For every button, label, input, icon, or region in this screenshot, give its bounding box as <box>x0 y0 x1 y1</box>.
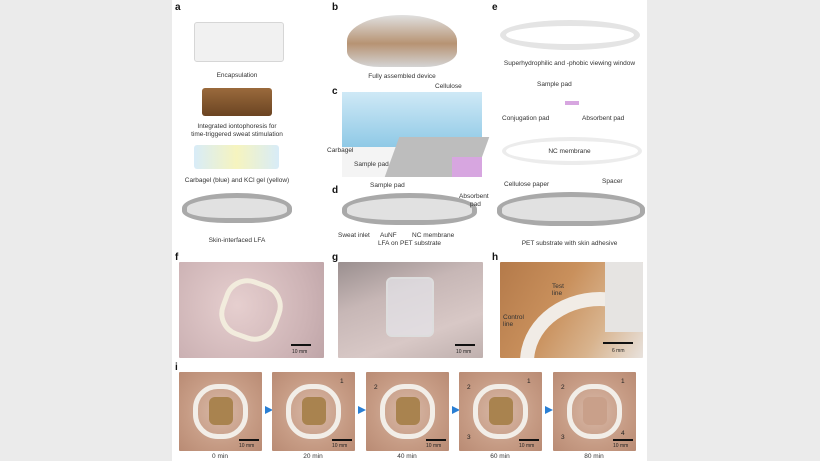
channel-number: 4 <box>621 430 625 437</box>
time-lapse-frame: 10 mm 2 <box>366 372 449 451</box>
annotation-cellulose-paper: Cellulose paper <box>504 181 550 188</box>
encapsulation-illustration <box>194 22 284 62</box>
arrow-right-icon <box>545 406 553 414</box>
annotation-absorbent: Absorbent <box>459 193 489 200</box>
caption-nc-membrane: NC membrane <box>548 148 591 155</box>
scale-bar-i: 10 mm <box>426 443 442 449</box>
panel-label-b: b <box>332 2 339 13</box>
annotation-conjugation-pad: Conjugation pad <box>502 115 550 122</box>
scale-bar-h: 6 mm <box>612 348 625 354</box>
lfa-illustration <box>182 193 292 223</box>
carbagel-kcl-gel-illustration <box>194 145 279 169</box>
scale-bar-i: 10 mm <box>519 443 535 449</box>
panel-label-i: i <box>175 362 178 373</box>
time-lapse-frame: 10 mm 1 <box>272 372 355 451</box>
time-label: 0 min <box>212 453 228 460</box>
annotation-aunf: AuNF <box>380 232 397 239</box>
annotation-absorbent-pad: Absorbent pad <box>582 115 625 122</box>
time-label: 60 min <box>490 453 510 460</box>
channel-number: 3 <box>561 434 565 441</box>
time-lapse-frame: 10 mm 1 2 3 4 <box>553 372 636 451</box>
annotation-carbagel: Carbagel <box>327 147 354 154</box>
time-lapse-frame: 10 mm <box>179 372 262 451</box>
caption-assembled: Fully assembled device <box>368 73 436 80</box>
panel-label-g: g <box>332 252 339 263</box>
annotation-pad: pad <box>470 201 481 208</box>
channel-number: 3 <box>467 434 471 441</box>
channel-number: 2 <box>561 384 565 391</box>
arrow-right-icon <box>358 406 366 414</box>
conjugation-pad-shape <box>565 101 579 105</box>
time-label: 80 min <box>584 453 604 460</box>
scale-bar-i: 10 mm <box>332 443 348 449</box>
carbagel-cross-section <box>342 92 490 177</box>
time-label: 20 min <box>303 453 323 460</box>
time-lapse-frame: 10 mm 1 2 3 <box>459 372 542 451</box>
channel-number: 1 <box>621 378 625 385</box>
annotation-sample-pad-c: Sample pad <box>354 161 389 168</box>
panel-label-d: d <box>332 185 339 196</box>
pet-substrate-illustration <box>497 192 645 226</box>
caption-lfa-pet: LFA on PET substrate <box>377 240 442 247</box>
channel-number: 1 <box>527 378 531 385</box>
caption-viewing-window: Superhydrophilic and -phobic viewing win… <box>503 60 636 67</box>
caption-lfa: Skin-interfaced LFA <box>208 237 266 244</box>
caption-encapsulation: Encapsulation <box>216 72 258 79</box>
annotation-sample-pad-e: Sample pad <box>537 81 572 88</box>
panel-label-f: f <box>175 252 179 263</box>
caption-iontophoresis-1: Integrated iontophoresis for <box>197 123 277 130</box>
caption-pet-substrate: PET substrate with skin adhesive <box>521 240 618 247</box>
figure: a Encapsulation Integrated iontophoresis… <box>172 0 647 461</box>
caption-gels: Carbagel (blue) and KCl gel (yellow) <box>184 177 290 184</box>
lfa-pet-illustration <box>342 193 477 225</box>
scale-bar-f: 10 mm <box>292 349 308 355</box>
annotation-cellulose: Cellulose <box>435 83 462 90</box>
channel-number: 1 <box>340 378 344 385</box>
annotation-control: Control <box>503 314 524 321</box>
channel-number: 2 <box>374 384 378 391</box>
channel-number: 2 <box>467 384 471 391</box>
scale-bar-i: 10 mm <box>613 443 629 449</box>
assembled-device-illustration <box>347 15 457 67</box>
iontophoresis-electronics-illustration <box>202 88 272 116</box>
viewing-window-illustration <box>500 20 640 50</box>
photo-device-on-skin: 10 mm <box>179 262 324 358</box>
annotation-control-line: line <box>503 321 514 328</box>
time-label: 40 min <box>397 453 417 460</box>
caption-iontophoresis-2: time-triggered sweat stimulation <box>191 131 283 138</box>
arrow-right-icon <box>265 406 273 414</box>
annotation-sample-pad-d: Sample pad <box>370 182 405 189</box>
panel-label-h: h <box>492 252 499 263</box>
scale-bar-g: 10 mm <box>456 349 472 355</box>
annotation-test-line: line <box>552 290 563 297</box>
nc-membrane-illustration <box>502 137 642 165</box>
annotation-nc-membrane-d: NC membrane <box>412 232 455 239</box>
annotation-spacer: Spacer <box>602 178 623 185</box>
scale-bar-i: 10 mm <box>239 443 255 449</box>
arrow-right-icon <box>452 406 460 414</box>
annotation-sweat-inlet: Sweat inlet <box>338 232 370 239</box>
panel-label-e: e <box>492 2 498 13</box>
photo-assembled-on-arm: 10 mm <box>338 262 483 358</box>
panel-label-a: a <box>175 2 181 13</box>
panel-label-c: c <box>332 86 338 97</box>
photo-test-control-lines: Test line Control line 6 mm <box>500 262 643 358</box>
annotation-test: Test <box>552 283 564 290</box>
